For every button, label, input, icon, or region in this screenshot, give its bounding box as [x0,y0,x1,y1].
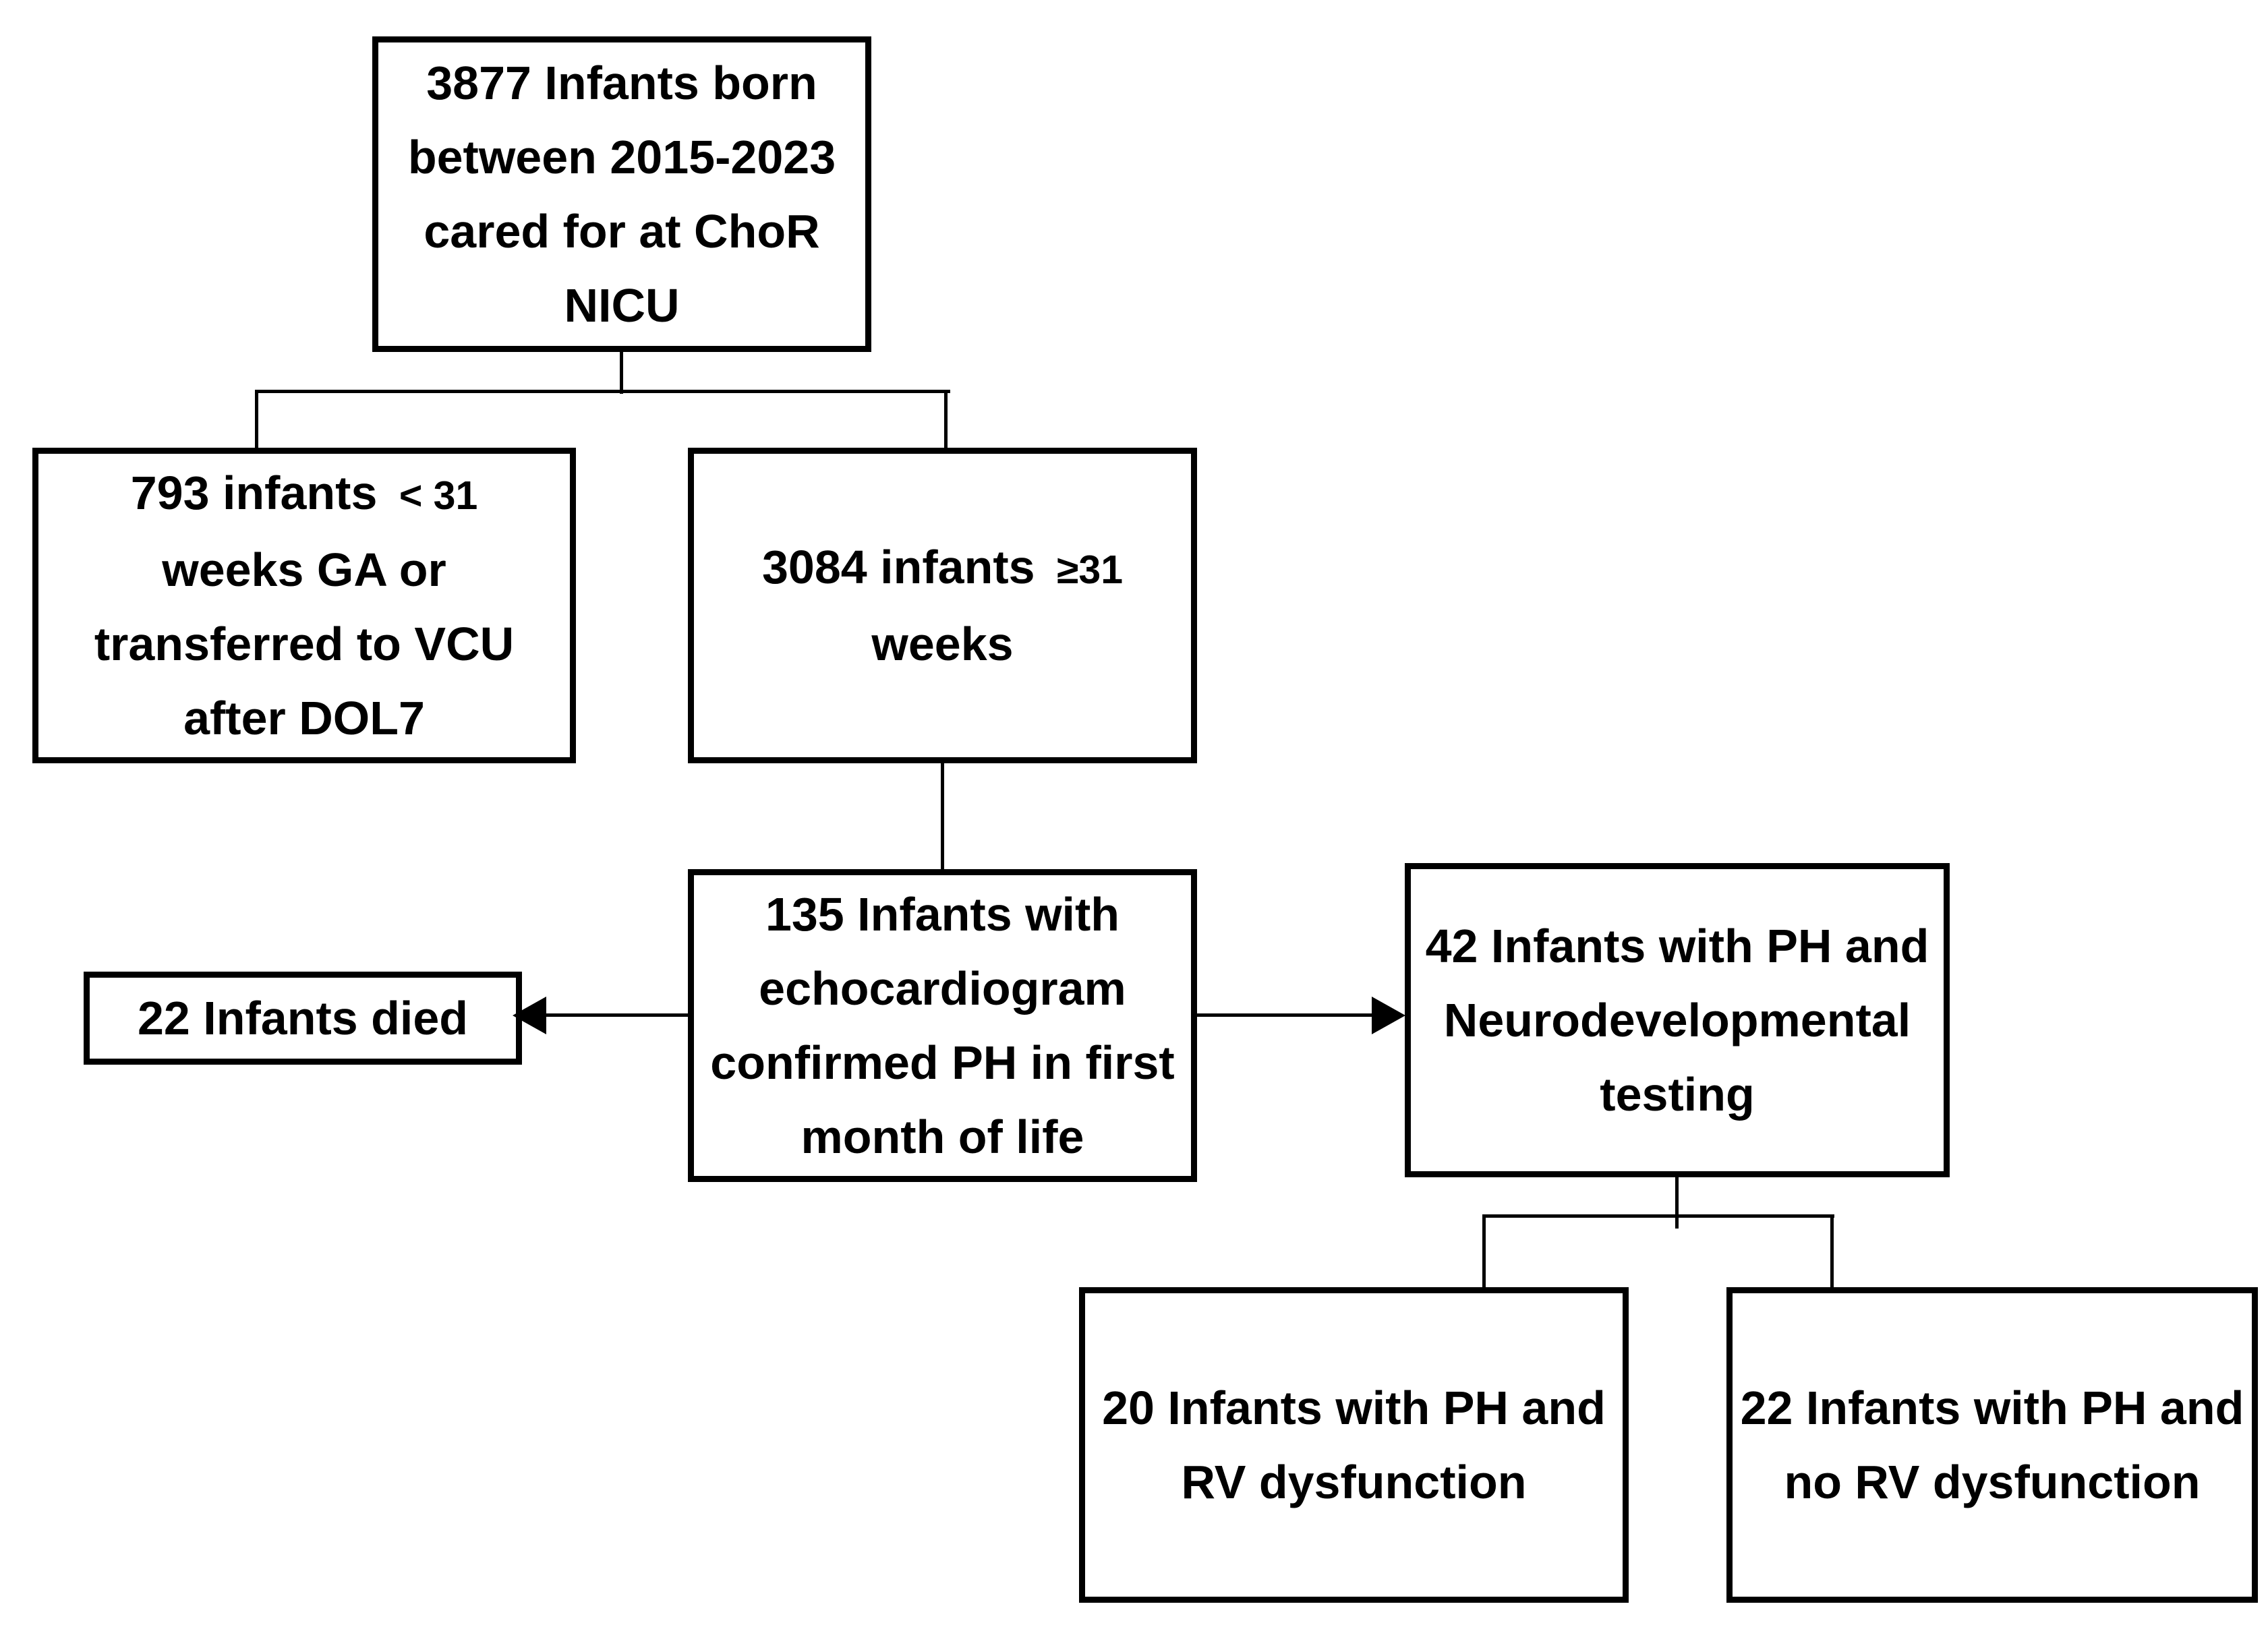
connector-to-excluded-vline [255,390,258,452]
node-nd-testing: 42 Infants with PH and Neurodevelopmenta… [1405,863,1950,1177]
node-total-infants: 3877 Infants born between 2015-2023 care… [372,36,871,352]
node-rv-dysfunction: 20 Infants with PH and RV dysfunction [1079,1287,1629,1603]
node-eligible-text-small: ≥31 [1057,548,1124,592]
node-ph-confirmed: 135 Infants with echocardiogram confirme… [688,869,1197,1182]
node-no-rv-dysfunction: 22 Infants with PH and no RV dysfunction [1726,1287,2258,1603]
arrowhead-to-nd-icon [1372,997,1405,1034]
connector-eligible-to-ph-vline [941,762,944,873]
connector-to-eligible-vline [944,390,948,479]
node-ph-confirmed-label: 135 Infants with echocardiogram confirme… [710,888,1175,1163]
connector-to-rv-vline [1482,1214,1486,1287]
node-total-infants-label: 3877 Infants born between 2015-2023 care… [407,57,836,332]
connector-nd-stem-vline [1675,1176,1679,1229]
node-excluded-infants-label: 793 infants < 31 weeks GA or transferred… [90,456,518,755]
node-excluded-infants: 793 infants < 31 weeks GA or transferred… [32,448,576,763]
node-no-rv-dysfunction-label: 22 Infants with PH and no RV dysfunction [1740,1382,2244,1508]
connector-ph-to-died-line [543,1013,695,1017]
node-rv-dysfunction-label: 20 Infants with PH and RV dysfunction [1102,1382,1606,1508]
connector-total-split-hline [255,390,950,393]
node-excluded-text-main: 793 infants [130,467,390,519]
node-infants-died-label: 22 Infants died [137,992,469,1044]
connector-nd-split-hline [1482,1214,1834,1218]
node-excluded-text-rest: weeks GA or transferred to VCU after DOL… [94,543,515,744]
connector-ph-to-nd-line [1192,1013,1373,1017]
connector-to-no-rv-vline [1830,1214,1834,1293]
node-eligible-infants-label: 3084 infants ≥31 weeks [758,530,1127,681]
node-nd-testing-label: 42 Infants with PH and Neurodevelopmenta… [1425,920,1929,1121]
node-eligible-infants: 3084 infants ≥31 weeks [688,448,1197,763]
connector-total-stem-vline [620,351,623,394]
node-excluded-text-small: < 31 [399,473,478,518]
node-eligible-text-main: 3084 infants [761,541,1049,593]
arrowhead-to-died-icon [513,997,546,1034]
node-eligible-text-rest: weeks [871,618,1014,670]
node-infants-died: 22 Infants died [84,972,522,1065]
